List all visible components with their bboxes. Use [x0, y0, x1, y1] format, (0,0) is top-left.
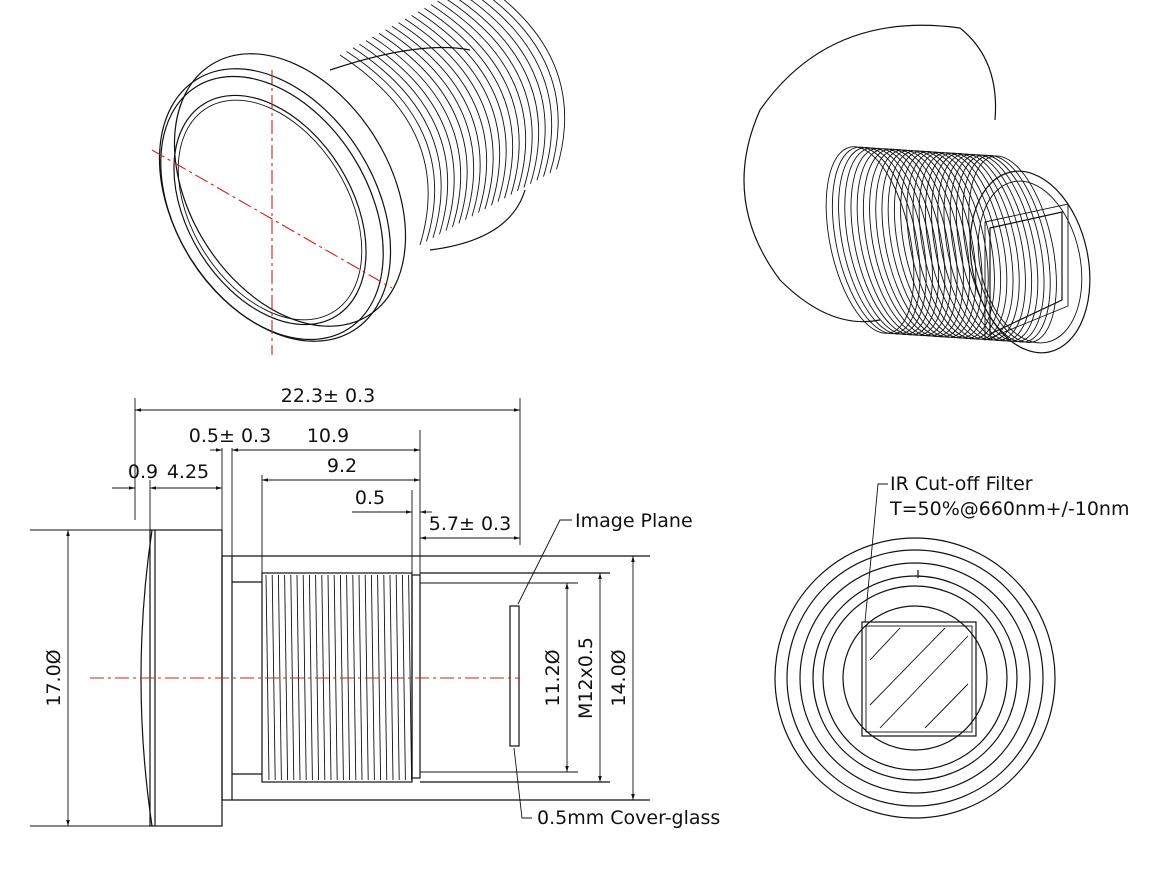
dim-thread-length: 9.2	[327, 455, 357, 477]
thread-lines	[265, 574, 413, 781]
front-ring-outer	[158, 68, 392, 342]
cover-glass-label: 0.5mm Cover-glass	[537, 807, 720, 829]
dim-body-diameter: 14.0Ø	[608, 649, 630, 706]
ir-filter	[861, 621, 977, 737]
cover-glass-leader	[513, 747, 532, 819]
dimension-lines	[66, 408, 635, 826]
center-line-axis	[151, 149, 393, 289]
thread-rings	[339, 0, 566, 246]
flange-outline	[743, 24, 961, 323]
dim-flange-width: 4.25	[167, 461, 209, 483]
ir-filter-spec: T=50%@660nm+/-10nm	[889, 498, 1129, 520]
side-view: 22.3± 0.3 0.5± 0.3 10.9 0.9 4.25 9.2 0.5…	[30, 385, 720, 829]
dim-thread-spec: M12x0.5	[575, 637, 597, 719]
ir-filter-title: IR Cut-off Filter	[890, 473, 1033, 495]
cover-glass	[509, 605, 520, 747]
dim-inner-diameter: 11.2Ø	[542, 649, 564, 706]
image-plane-leader	[517, 519, 572, 605]
thread-rings	[825, 146, 1057, 343]
rear-iso-view	[743, 24, 1091, 354]
dim-flange-gap: 0.5± 0.3	[189, 425, 271, 447]
front-ring-back	[173, 53, 407, 327]
ir-filter-leader	[864, 483, 888, 623]
dim-front-ring: 0.9	[128, 461, 158, 483]
barrel-outline	[329, 46, 526, 251]
rear-opening	[969, 170, 1091, 354]
dim-outer-diameter: 17.0Ø	[43, 649, 65, 706]
dim-back-focal: 5.7± 0.3	[429, 513, 511, 535]
rear-view: IR Cut-off Filter T=50%@660nm+/-10nm	[774, 473, 1129, 819]
outer-ring	[774, 537, 1056, 819]
lens-glass	[173, 94, 367, 326]
ir-filter-square	[989, 211, 1063, 335]
dim-body-length: 10.9	[307, 425, 349, 447]
dim-rear-step: 0.5	[355, 487, 385, 509]
glass-hatch	[869, 627, 969, 729]
front-iso-view	[151, 0, 566, 355]
image-plane-label: Image Plane	[575, 510, 693, 532]
dim-overall-length: 22.3± 0.3	[281, 385, 375, 407]
